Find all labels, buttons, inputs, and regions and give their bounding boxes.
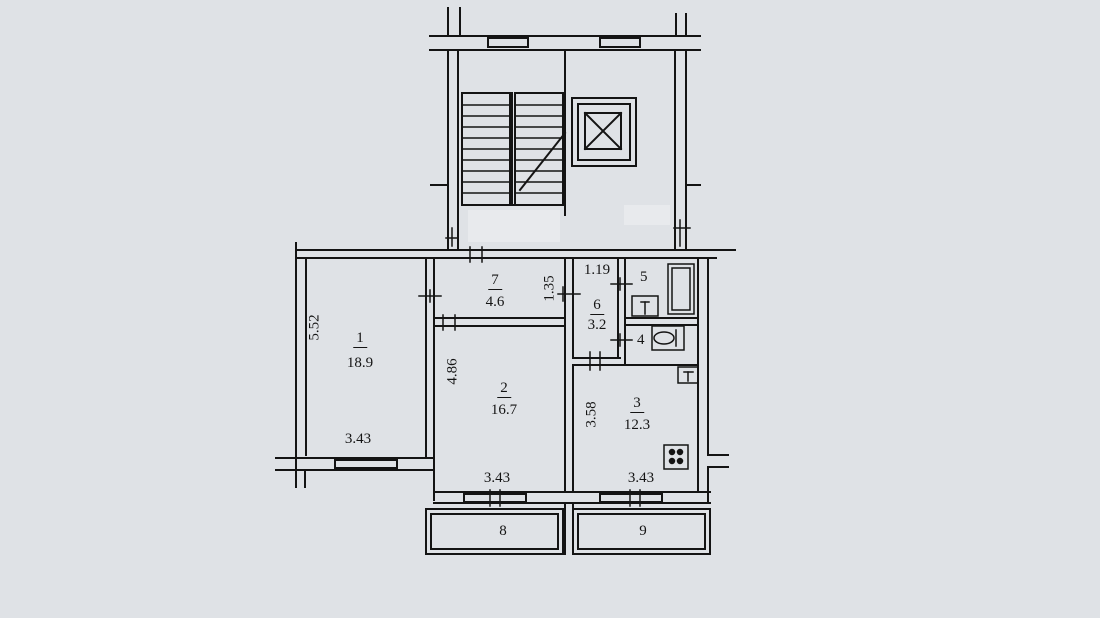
room-4-number: 4 <box>637 332 645 348</box>
room-1-height: 5.52 <box>306 314 323 341</box>
kitchen-stove <box>663 444 689 470</box>
room-5-number: 5 <box>640 269 648 285</box>
room-6-number: 6 <box>590 297 604 315</box>
sink <box>631 295 659 317</box>
room-7-number: 7 <box>488 272 502 290</box>
kitchen-sink <box>677 366 699 384</box>
toilet <box>651 325 685 351</box>
bathtub <box>667 263 695 315</box>
room-2-height: 4.86 <box>444 358 461 385</box>
room-8-number: 8 <box>499 523 507 539</box>
room-3-area: 12.3 <box>623 417 651 433</box>
room-3-number: 3 <box>630 395 644 413</box>
room-1-number: 1 <box>353 330 367 348</box>
corridor-height: 1.35 <box>541 275 558 302</box>
room-6-area: 3.2 <box>587 317 607 333</box>
bath-width: 1.19 <box>583 262 611 278</box>
stairwell <box>429 7 701 251</box>
room-2-area: 16.7 <box>490 402 518 418</box>
room-2-width: 3.43 <box>483 470 511 486</box>
room-7-area: 4.6 <box>485 294 505 310</box>
room-9-number: 9 <box>639 523 647 539</box>
room-1-area: 18.9 <box>346 355 374 371</box>
room-3-width: 3.43 <box>627 470 655 486</box>
room-2-number: 2 <box>497 380 511 398</box>
room-1-width: 3.43 <box>344 431 372 447</box>
apartment-walls <box>275 242 736 555</box>
room-3-height: 3.58 <box>583 401 600 428</box>
